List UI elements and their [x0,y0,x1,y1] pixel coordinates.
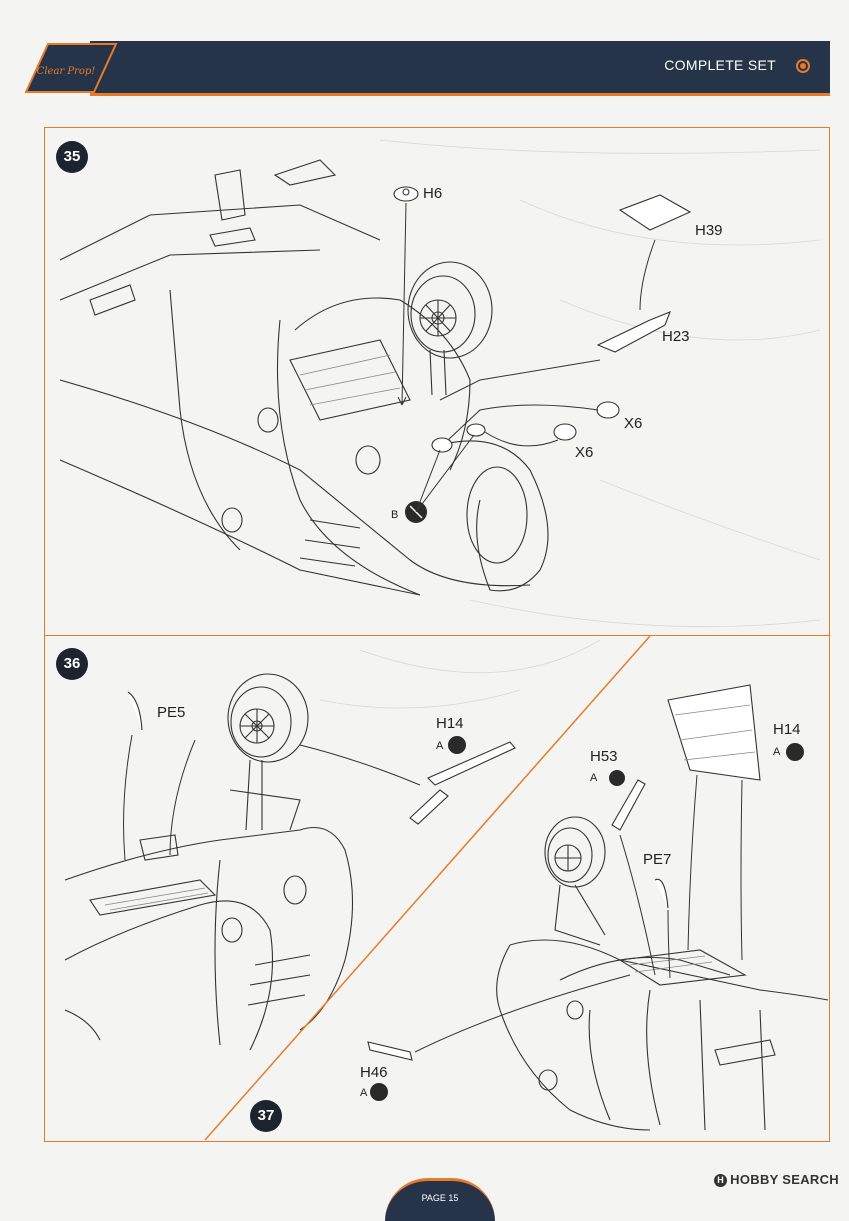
page-number: PAGE 15 [421,1193,459,1203]
hobby-search-logo-icon: H [714,1174,728,1187]
part-label-pe7: PE7 [643,851,672,868]
part-label-h6: H6 [423,185,443,202]
instruction-frame [44,127,830,1142]
part-label-pe5: PE5 [157,704,186,721]
step35-ghost-lines [379,139,821,628]
step-number-badge: 36 [56,648,88,680]
step-number-badge: 37 [250,1100,282,1132]
step35-airframe-drawing [59,159,549,596]
step36-airframe-drawing [64,639,601,1051]
part-label-h46: H46 [360,1064,388,1081]
step36-wheel-drawing [227,673,309,831]
logo-text: Clear Prop! [37,66,96,77]
part-label-h14: H14 [773,721,801,738]
step-divider [44,635,830,636]
part-label-h53: H53 [590,748,618,765]
header-title: COMPLETE SET [664,57,776,73]
step-number-badge: 35 [56,141,88,173]
logo: Clear Prop! [24,43,118,93]
step37-wheel-drawing [544,816,606,946]
step35-callout-arrows [397,202,656,513]
part-label-h23: H23 [662,328,690,345]
step37-airframe-drawing [496,939,829,1131]
color-callout-a: A [773,746,781,758]
step37-parts [367,684,804,1101]
color-callout-a: A [360,1087,368,1099]
part-label-x6: X6 [575,444,594,461]
step35-parts [393,186,692,523]
header-bar: COMPLETE SET [90,41,830,96]
diagonal-divider [204,635,651,1141]
step36-parts [127,691,516,825]
color-callout-a: A [436,740,444,752]
step37-callout-arrows [414,774,743,1053]
part-label-x6: X6 [624,415,643,432]
step35-wheel-drawing [407,261,493,396]
color-callout-b: B [391,509,399,521]
part-label-h39: H39 [695,222,723,239]
part-label-h14: H14 [436,715,464,732]
step36-callout-arrows [123,734,421,861]
watermark-text: HOBBY SEARCH [730,1172,839,1187]
color-callout-a: A [590,772,598,784]
header-dot-icon [798,61,808,71]
